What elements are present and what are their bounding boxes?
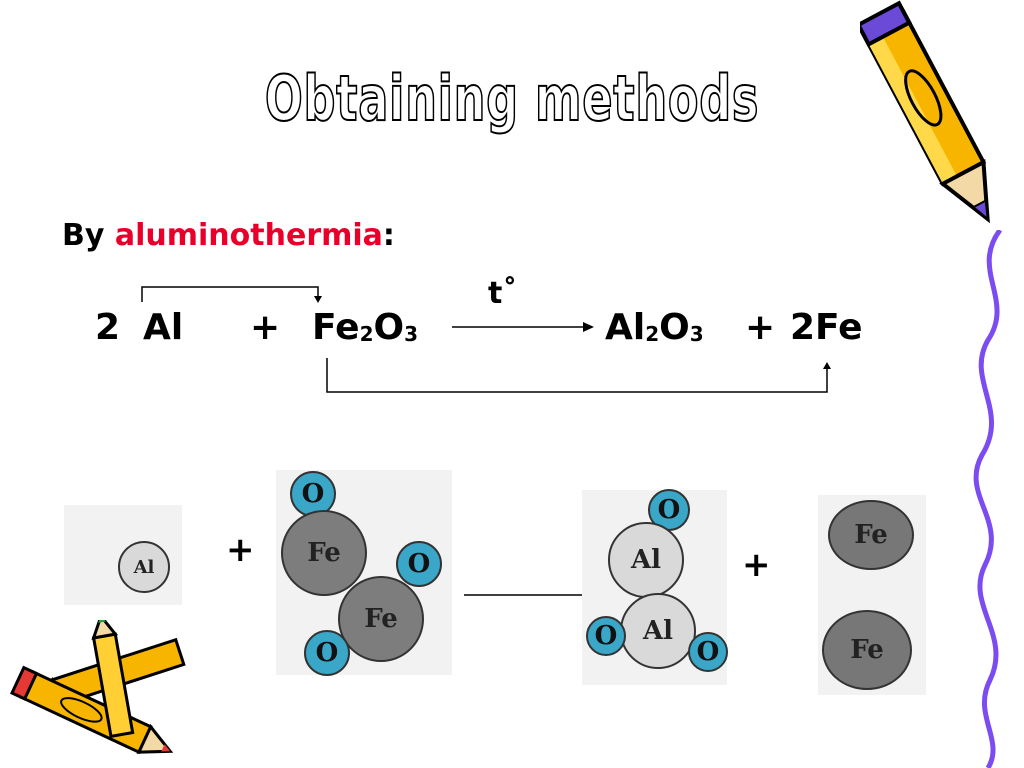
squiggle-border: [973, 230, 1003, 768]
equation-arrows: [141, 286, 831, 393]
product-fe: 2Fe: [790, 307, 863, 348]
pencil-icon: [860, 0, 990, 224]
molecule-arrow: [464, 590, 596, 600]
reactant-fe2o3: Fe2O3: [312, 303, 418, 359]
reactant-al: Al: [143, 307, 184, 348]
o-subscript: 3: [404, 322, 419, 346]
atom-al: Al: [118, 541, 170, 593]
coef-al: 2: [95, 307, 121, 348]
plus-sign: +: [250, 307, 281, 348]
method-suffix: :: [382, 218, 395, 253]
plus-sign-2: +: [745, 307, 776, 348]
fe-subscript: 2: [359, 322, 374, 346]
method-line: By aluminothermia:: [62, 218, 395, 253]
atom-al: Al: [620, 593, 696, 669]
pencils-icon: [10, 620, 186, 755]
al-symbol: Al: [605, 307, 646, 348]
plus-sign-molecules-b: +: [742, 545, 771, 585]
atom-al: Al: [608, 522, 684, 598]
fe-symbol: Fe: [312, 307, 360, 348]
method-prefix: By: [62, 218, 115, 253]
atom-o: O: [290, 471, 336, 517]
atom-o: O: [586, 616, 626, 656]
o-symbol: O: [373, 307, 405, 348]
atom-o: O: [396, 541, 442, 587]
page-title: Obtaining methods: [264, 61, 760, 136]
o-subscript-2: 3: [689, 322, 704, 346]
atom-fe: Fe: [281, 510, 367, 596]
atom-o: O: [688, 632, 728, 672]
method-highlight: aluminothermia: [114, 218, 383, 253]
product-al2o3: Al2O3: [605, 303, 704, 359]
atom-o: O: [304, 630, 350, 676]
atom-fe: Fe: [338, 576, 424, 662]
o-symbol-2: O: [659, 307, 690, 348]
atom-fe: Fe: [828, 500, 914, 570]
plus-sign-molecules-a: +: [226, 530, 255, 570]
reaction-condition: t˚: [488, 276, 518, 311]
al-subscript: 2: [645, 322, 660, 346]
atom-fe: Fe: [822, 610, 912, 690]
